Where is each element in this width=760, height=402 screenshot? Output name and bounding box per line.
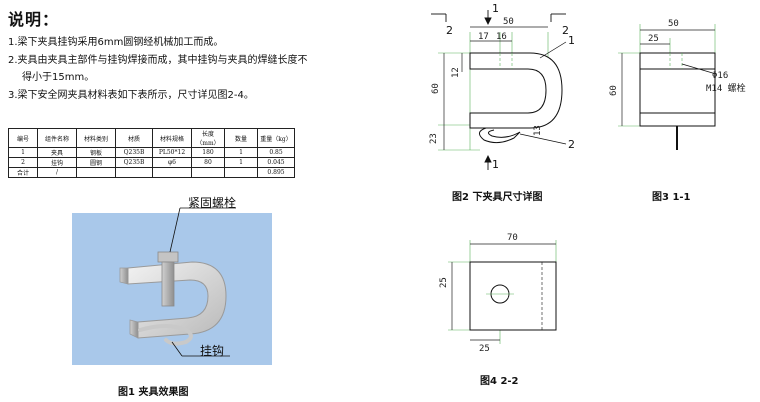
- note-line-2: 2.夹具由夹具主部件与挂钩焊接而成，其中挂钩与夹具的焊缝长度不: [8, 55, 308, 66]
- note-line-3: 3.梁下安全网夹具材料表如下表所示，尺寸详见图2-4。: [8, 90, 254, 101]
- fig3-dim-height: 60: [609, 85, 619, 96]
- fastening-bolt: [157, 251, 179, 307]
- fig2-dim-12: 12: [451, 67, 461, 78]
- fig3-dim-inner: 25: [648, 34, 659, 44]
- fig2-hook: [479, 127, 521, 144]
- table-cell: 0.895: [257, 167, 295, 178]
- table-row: 合计 / 0.895: [8, 167, 295, 178]
- length-header-unit: （mm）: [196, 140, 220, 147]
- fig3-dimension-lines: [621, 29, 715, 126]
- fig3-dim-width: 50: [668, 19, 679, 29]
- material-table: 编号 组件名称 材料类别 材质 材料规格 长度 （mm） 数量 重量（kg） 1…: [8, 128, 295, 178]
- fig2-clamp-outline: [469, 52, 563, 129]
- fig4-dim-width: 70: [507, 233, 518, 243]
- figure-4-caption: 图4 2-2: [480, 376, 519, 387]
- fig3-bolt-name: M14 螺栓: [706, 82, 746, 94]
- hook-leader-line: [171, 341, 183, 357]
- bolt-label: 紧固螺栓: [188, 196, 237, 210]
- note-line-1: 1.梁下夹具挂钩采用6mm圆钢经机械加工而成。: [8, 37, 224, 48]
- fig3-clamp-body: [639, 68, 716, 114]
- fig2-section-arrows: [431, 10, 566, 170]
- fig2-section-1-top: 1: [492, 2, 499, 15]
- fig4-dimension-lines: [451, 243, 556, 341]
- fig4-dim-offset: 25: [479, 344, 490, 354]
- fig2-section-2-right: 2: [562, 24, 569, 37]
- fig2-dim-13: 13: [533, 125, 543, 136]
- fig2-dim-17: 17: [478, 32, 489, 42]
- fig2-dim-height: 60: [431, 83, 441, 94]
- figure-2-caption: 图2 下夹具尺寸详图: [452, 192, 543, 203]
- fig2-callout-1-leader: [539, 41, 567, 59]
- fig2-extension-lines: [438, 32, 549, 151]
- figure-1-caption: 图1 夹具效果图: [118, 387, 189, 398]
- fig3-bolt-centerlines: [669, 53, 683, 69]
- fig2-callout-1: 1: [568, 34, 575, 47]
- fig2-dimension-lines: [443, 26, 548, 150]
- bolt-leader-line: [169, 207, 181, 253]
- fig4-dim-height: 25: [439, 277, 449, 288]
- length-header-label: 长度: [201, 131, 214, 138]
- fig2-section-2-left: 2: [446, 24, 453, 37]
- note-line-2-cont: 得小于15mm。: [22, 72, 95, 83]
- hook-wire: [138, 324, 193, 346]
- notes-title: 说明：: [8, 10, 60, 29]
- fig2-dim-23: 23: [429, 133, 439, 144]
- fig3-bolt-leader: [681, 63, 717, 75]
- fig3-bolt-diameter: Φ16: [712, 71, 728, 81]
- fig2-dim-width: 50: [503, 17, 514, 27]
- fig2-callout-2-leader: [519, 133, 567, 145]
- fig2-dim-16: 16: [496, 32, 507, 42]
- hook-label: 挂钩: [200, 344, 225, 358]
- fig4-plate: [469, 261, 557, 331]
- fig2-bolt-centerlines: [499, 53, 513, 69]
- fig2-callout-2: 2: [568, 138, 575, 151]
- fig2-section-1-bottom: 1: [492, 158, 499, 171]
- figure-3-caption: 图3 1-1: [652, 192, 691, 203]
